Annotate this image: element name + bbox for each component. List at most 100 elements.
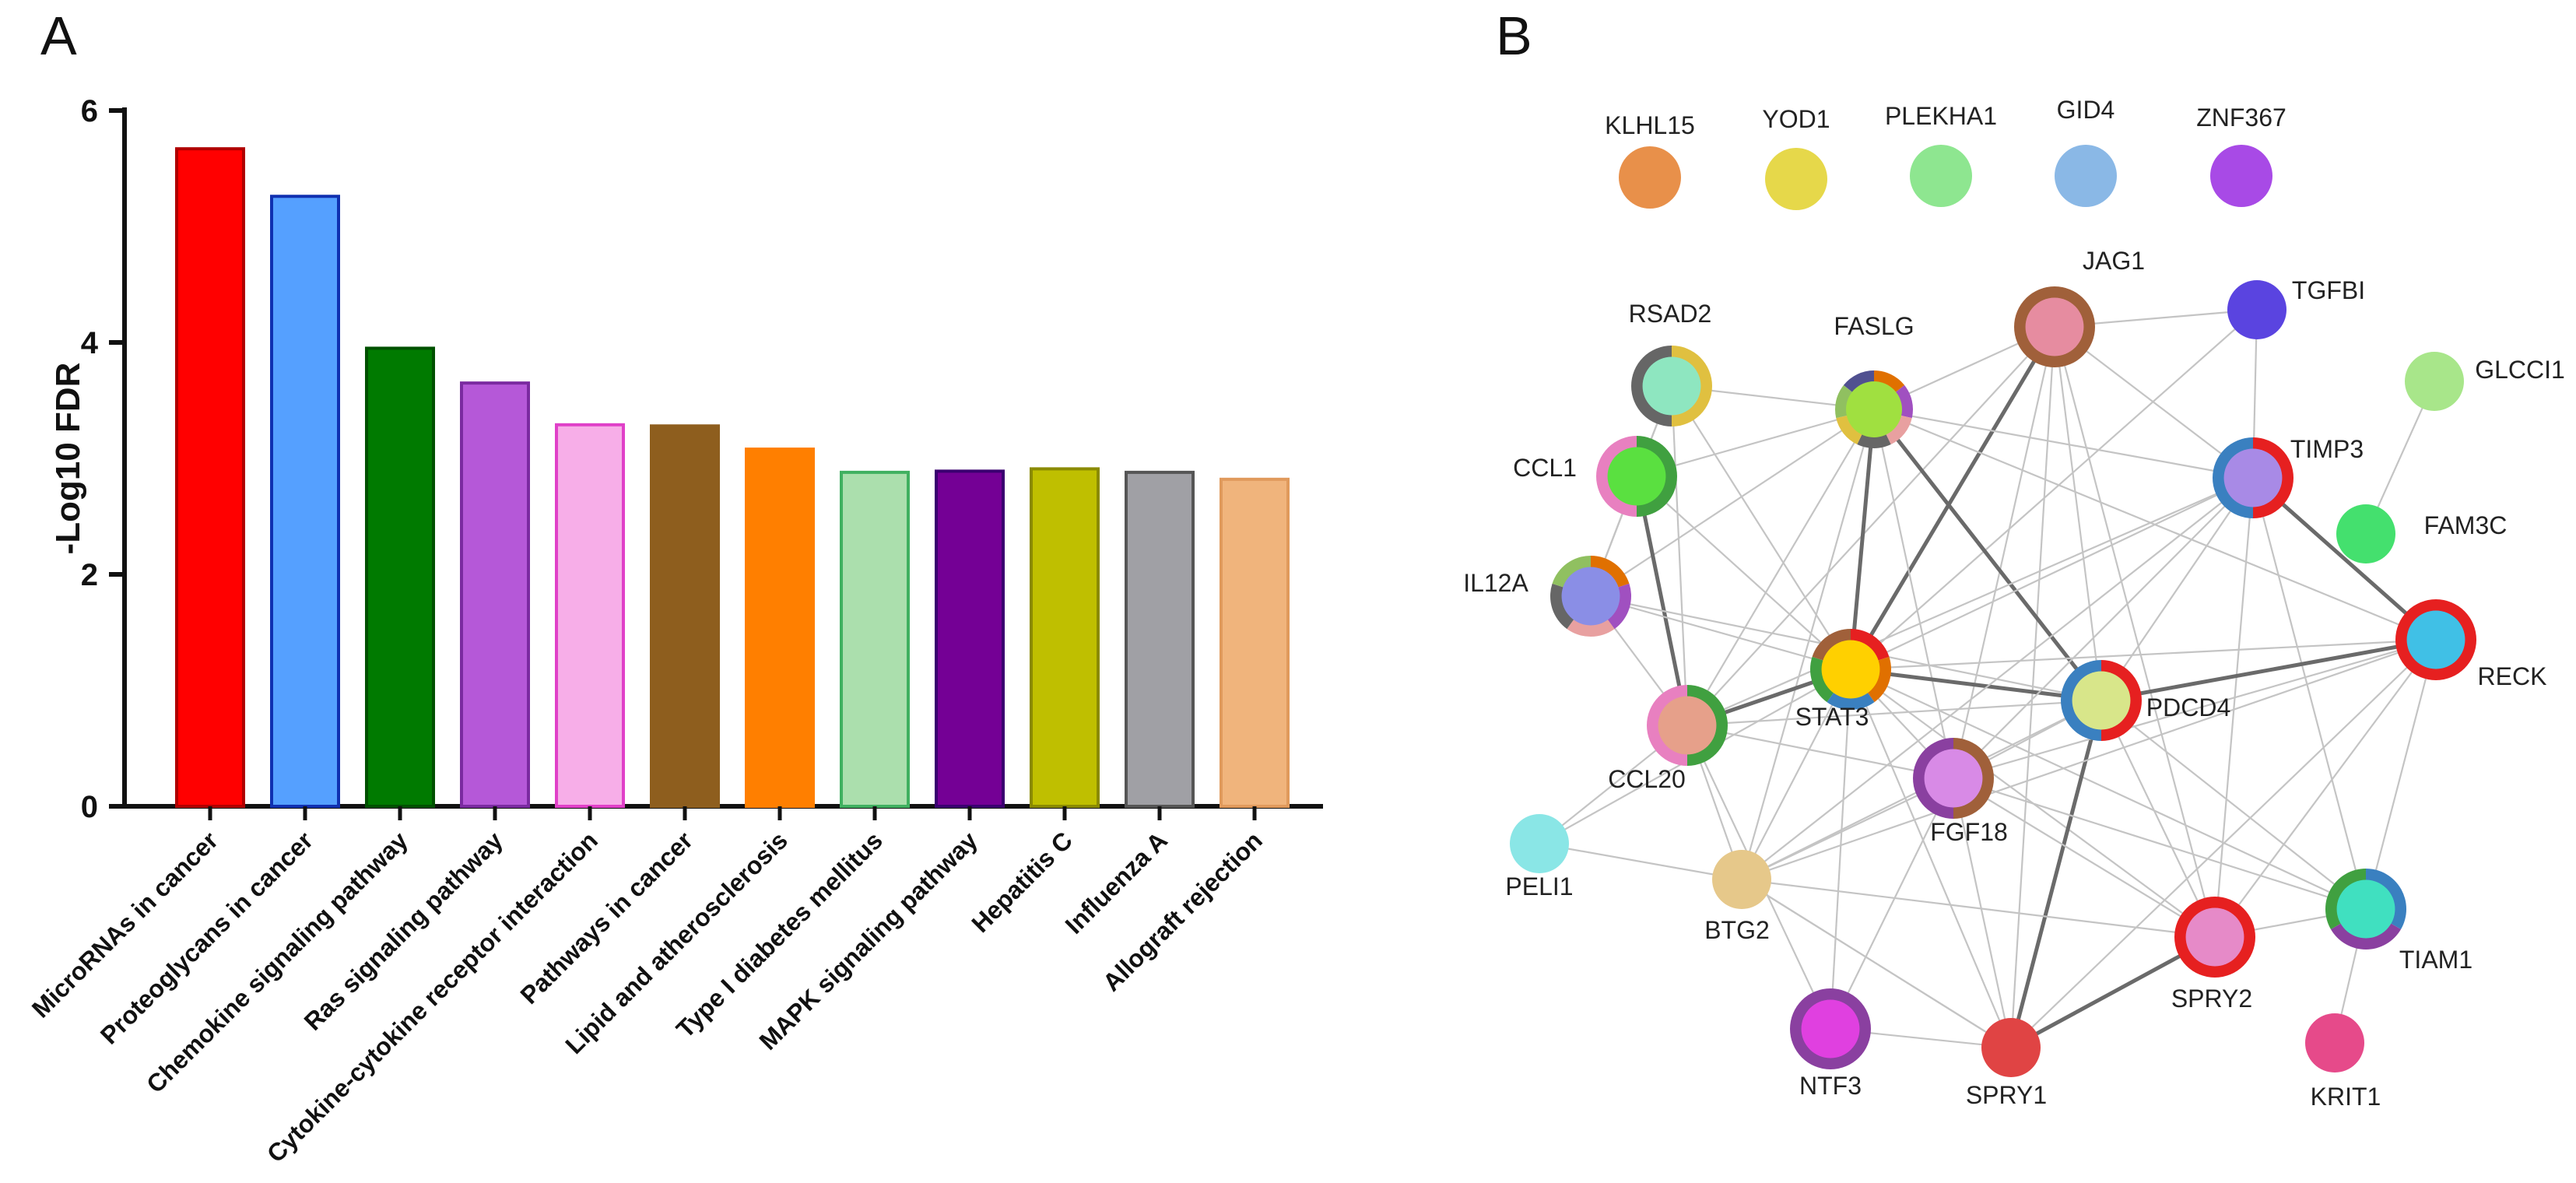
node-label-tgfbi: TGFBI — [2292, 276, 2365, 304]
edge-faslg-ccl1 — [1636, 408, 1875, 478]
node-label-il12a: IL12A — [1463, 569, 1528, 597]
edge-pdcd4-tiam1 — [2100, 700, 2367, 910]
node-core — [1924, 749, 1983, 808]
node-core — [2223, 448, 2283, 507]
edge-faslg-btg2 — [1740, 409, 1876, 880]
node-core — [2336, 504, 2395, 563]
node-label-pdcd4: PDCD4 — [2146, 693, 2230, 721]
node-ntf3 — [1790, 988, 1871, 1069]
node-label-gid4: GID4 — [2057, 96, 2115, 124]
edge-faslg-stat3 — [1848, 409, 1876, 670]
node-label-krit1: KRIT1 — [2311, 1083, 2381, 1111]
edge-tgfbi-stat3 — [1850, 309, 2258, 670]
edge-btg2-peli1 — [1539, 842, 1742, 881]
edge-faslg-ccl20 — [1686, 409, 1875, 726]
bar-cytokine-cytokine-receptor-interaction — [555, 423, 625, 808]
node-core — [2305, 1013, 2364, 1072]
node-core — [2227, 280, 2286, 339]
node-ccl1 — [1596, 436, 1677, 517]
node-faslg — [1835, 370, 1913, 448]
node-core — [1981, 1018, 2041, 1077]
edge-jag1-timp3 — [2054, 326, 2254, 479]
node-label-tiam1: TIAM1 — [2399, 946, 2472, 974]
edge-rsad2-stat3 — [1671, 385, 1851, 670]
node-label-reck: RECK — [2478, 662, 2547, 690]
edge-jag1-fgf18 — [1952, 326, 2056, 779]
node-label-yod1: YOD1 — [1762, 105, 1830, 133]
node-spry1 — [1981, 1018, 2041, 1077]
edge-timp3-btg2 — [1741, 477, 2254, 880]
node-label-rsad2: RSAD2 — [1629, 300, 1712, 328]
edge-timp3-ccl20 — [1686, 476, 2254, 727]
bar-lipid-and-atherosclerosis — [745, 448, 815, 809]
node-znf367 — [2210, 145, 2272, 207]
node-label-stat3: STAT3 — [1795, 703, 1869, 731]
node-il12a — [1550, 556, 1631, 637]
edge-timp3-reck — [2251, 476, 2437, 641]
node-label-fgf18: FGF18 — [1930, 818, 2008, 846]
node-label-klhl15: KLHL15 — [1605, 111, 1695, 139]
y-tick-label: 6 — [81, 94, 98, 128]
node-core — [2072, 671, 2131, 730]
bar-ras-signaling-pathway — [460, 381, 530, 808]
node-label-spry1: SPRY1 — [1966, 1081, 2047, 1109]
node-label-faslg: FASLG — [1834, 312, 1914, 340]
edge-spry2-btg2 — [1741, 878, 2216, 939]
node-timp3 — [2213, 437, 2293, 518]
node-label-fam3c: FAM3C — [2424, 511, 2508, 539]
node-label-timp3: TIMP3 — [2290, 435, 2364, 463]
node-label-spry2: SPRY2 — [2171, 985, 2252, 1013]
node-ccl20 — [1647, 685, 1728, 766]
edge-pdcd4-reck — [2100, 637, 2437, 703]
node-core — [2210, 145, 2272, 207]
node-label-btg2: BTG2 — [1704, 916, 1770, 944]
node-label-peli1: PELI1 — [1505, 872, 1573, 900]
node-core — [1712, 850, 1771, 909]
edge-reck-spry1 — [2010, 639, 2437, 1048]
edge-timp3-tiam1 — [2251, 477, 2367, 910]
node-spry2 — [2174, 897, 2255, 978]
edge-faslg-fgf18 — [1872, 409, 1955, 779]
edge-stat3-reck — [1850, 638, 2437, 671]
edge-ccl20-fgf18 — [1686, 724, 1954, 780]
node-label-znf367: ZNF367 — [2196, 104, 2286, 132]
edge-timp3-pdcd4 — [2100, 477, 2254, 701]
bar-allograft-rejection — [1220, 477, 1290, 808]
edge-fgf18-ntf3 — [1830, 778, 1954, 1030]
node-core — [1846, 381, 1902, 437]
edge-pdcd4-ccl20 — [1686, 699, 2102, 727]
edge-pdcd4-spry2 — [2100, 700, 2216, 938]
y-tick-label: 2 — [81, 558, 98, 592]
node-label-plekha1: PLEKHA1 — [1885, 102, 1997, 130]
edge-jag1-spry2 — [2053, 326, 2216, 938]
node-klhl15 — [1619, 146, 1681, 209]
node-core — [2405, 352, 2464, 411]
node-fam3c — [2336, 504, 2395, 563]
node-yod1 — [1765, 148, 1827, 210]
edge-reck-btg2 — [1741, 638, 2437, 881]
edge-jag1-stat3 — [1848, 325, 2057, 671]
edge-stat3-timp3 — [1850, 477, 2254, 670]
edge-ccl1-stat3 — [1636, 476, 1851, 670]
node-rsad2 — [1631, 346, 1712, 427]
node-label-ccl1: CCL1 — [1513, 454, 1577, 482]
node-label-ntf3: NTF3 — [1799, 1072, 1862, 1100]
bar-micrornas-in-cancer — [175, 147, 245, 809]
edge-fgf18-tiam1 — [1953, 777, 2367, 911]
edge-rsad2-ccl20 — [1670, 385, 1689, 726]
bar-hepatitis-c — [1030, 467, 1100, 808]
node-tgfbi — [2227, 280, 2286, 339]
node-btg2 — [1712, 850, 1771, 909]
node-pdcd4 — [2061, 660, 2142, 741]
panel-label-b: B — [1496, 5, 1532, 66]
node-label-ccl20: CCL20 — [1608, 765, 1686, 793]
edge-faslg-timp3 — [1873, 408, 2254, 479]
bar-pathways-in-cancer — [650, 424, 720, 809]
edge-reck-fgf18 — [1953, 638, 2437, 780]
node-core — [1561, 567, 1620, 626]
node-core — [1765, 148, 1827, 210]
node-core — [1607, 447, 1666, 506]
